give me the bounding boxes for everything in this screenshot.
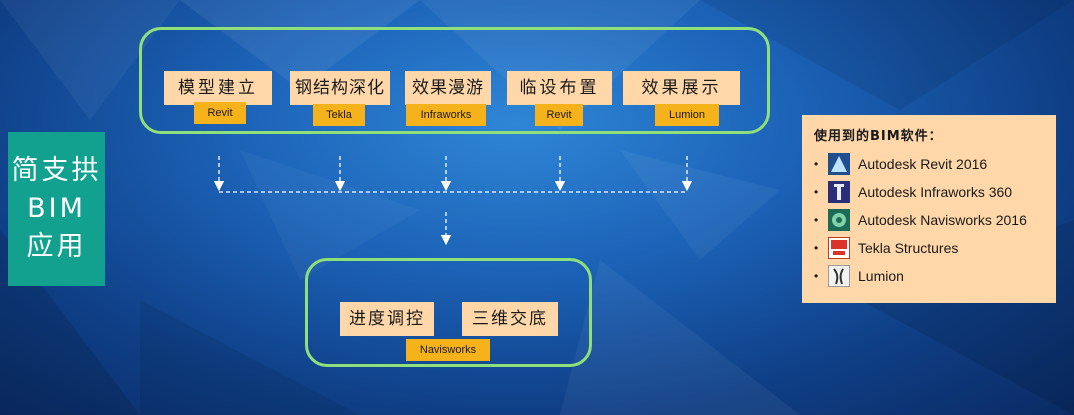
side-title: 简支拱 BIM 应用 — [8, 132, 105, 286]
bullet-icon: • — [814, 269, 819, 283]
step-3d-briefing: 三维交底 — [462, 302, 558, 336]
tag-revit-2: Revit — [535, 104, 583, 126]
tag-revit: Revit — [194, 102, 246, 124]
step-temp-layout: 临设布置 — [507, 71, 612, 105]
navisworks-icon — [828, 209, 850, 231]
tag-lumion: Lumion — [655, 104, 719, 126]
tag-infraworks: Infraworks — [406, 104, 486, 126]
side-title-line: 应用 — [26, 231, 87, 262]
software-item: • Tekla Structures — [814, 234, 1044, 262]
software-item: • Autodesk Revit 2016 — [814, 150, 1044, 178]
step-schedule-control: 进度调控 — [340, 302, 434, 336]
step-model-building: 模型建立 — [164, 71, 272, 105]
side-title-line: BIM — [27, 193, 86, 224]
bullet-icon: • — [814, 157, 819, 171]
software-panel-title: 使用到的BIM软件： — [814, 129, 943, 144]
software-label: Lumion — [858, 268, 904, 284]
top-group-box — [139, 27, 770, 134]
lumion-icon — [828, 265, 850, 287]
infraworks-icon — [828, 181, 850, 203]
software-label: Autodesk Infraworks 360 — [858, 184, 1013, 200]
side-title-line: 简支拱 — [11, 155, 102, 186]
tekla-icon — [828, 237, 850, 259]
software-label: Autodesk Navisworks 2016 — [858, 212, 1027, 228]
software-item: • Lumion — [814, 262, 1044, 290]
software-panel: 使用到的BIM软件： • Autodesk Revit 2016 • Autod… — [802, 115, 1056, 303]
step-effect-display: 效果展示 — [623, 71, 740, 105]
step-steel-detailing: 钢结构深化 — [290, 71, 390, 105]
software-item: • Autodesk Navisworks 2016 — [814, 206, 1044, 234]
tag-navisworks: Navisworks — [406, 339, 490, 361]
bullet-icon: • — [814, 213, 819, 227]
software-item: • Autodesk Infraworks 360 — [814, 178, 1044, 206]
software-label: Tekla Structures — [858, 240, 959, 256]
bottom-group-box — [305, 258, 592, 367]
bullet-icon: • — [814, 241, 819, 255]
software-label: Autodesk Revit 2016 — [858, 156, 988, 172]
tag-tekla: Tekla — [313, 104, 365, 126]
bullet-icon: • — [814, 185, 819, 199]
step-effect-roaming: 效果漫游 — [405, 71, 491, 105]
revit-icon — [828, 153, 850, 175]
